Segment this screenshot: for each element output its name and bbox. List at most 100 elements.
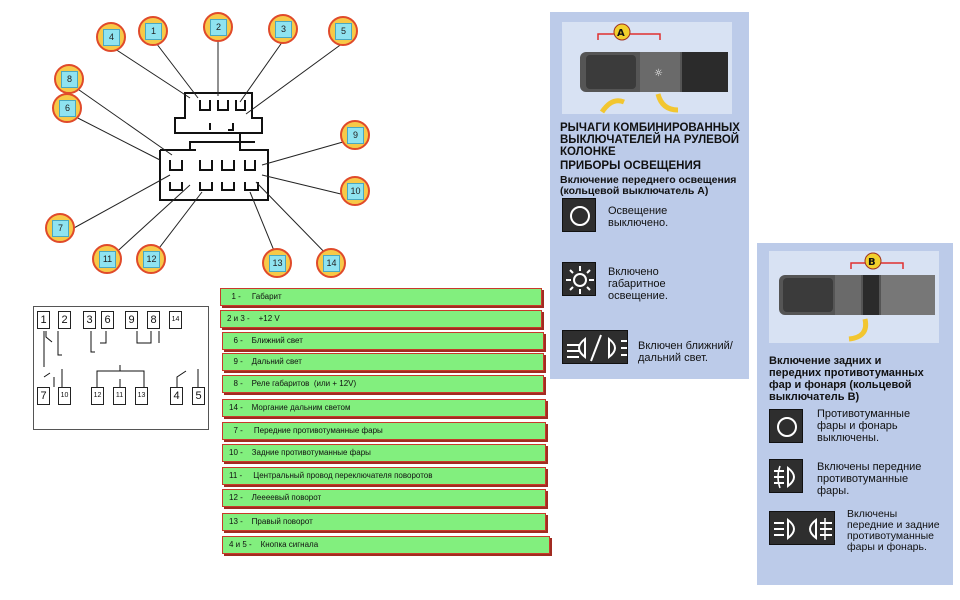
pin-badge-label: 13	[269, 255, 286, 272]
front-fog-icon	[769, 459, 803, 493]
pin-badge-label: 5	[335, 23, 352, 40]
pin-badge-label: 2	[210, 19, 227, 36]
panel-b-heading: Включение задних и передних противотуман…	[769, 355, 924, 403]
pin-badge-3: 3	[268, 14, 298, 44]
headlight-caption: Включен ближний/ дальний свет.	[638, 340, 733, 364]
pin-badge-label: 9	[347, 127, 364, 144]
panel-b-heading-line: Включение задних и	[769, 355, 882, 367]
pin-badge-label: 7	[52, 220, 69, 237]
schematic-terminal: 2	[58, 311, 71, 329]
schematic-terminal: 10	[58, 387, 71, 405]
pin-badge-11: 11	[92, 244, 122, 274]
panel-b-heading-line: фар и фонаря (кольцевой	[769, 379, 912, 391]
caption-line: выключено.	[608, 217, 669, 229]
pin-badge-4: 4	[96, 22, 126, 52]
circle-off-icon	[562, 198, 596, 232]
legend-row: 12 - Леееевый поворот	[222, 489, 546, 507]
pin-legend: 1 - Габарит 2 и 3 - +12 V 6 - Ближний св…	[220, 288, 552, 560]
lighting-switch-panel: ☼ A РЫЧАГИ КОМБИНИРОВАННЫХ ВЫКЛЮЧАТЕЛЕЙ …	[550, 12, 749, 379]
caption-line: передние и задние	[847, 519, 940, 531]
pin-badge-label: 14	[323, 255, 340, 272]
panel-a-mode-line: (кольцевой выключатель А)	[560, 185, 709, 197]
legend-row: 1 - Габарит	[220, 288, 542, 306]
panel-b-heading-line: выключатель В)	[769, 391, 860, 403]
combination-switch-illustration: ☼ A	[562, 22, 732, 114]
pin-badge-8: 8	[54, 64, 84, 94]
caption-line: Противотуманные	[817, 408, 911, 420]
schematic-terminal: 3	[83, 311, 96, 329]
panel-a-mode-line: Включение переднего освещения	[560, 174, 737, 186]
schematic-terminal: 5	[192, 387, 205, 405]
caption-line: противотуманные	[847, 530, 934, 542]
headlight-low-high-icon	[562, 330, 628, 364]
fog-off-caption: Противотуманные фары и фонарь выключены.	[817, 408, 910, 444]
caption-line: выключены.	[817, 432, 879, 444]
stalk-b-icon: B	[779, 252, 935, 342]
panel-a-heading: РЫЧАГИ КОМБИНИРОВАННЫХ ВЫКЛЮЧАТЕЛЕЙ НА Р…	[560, 122, 740, 158]
pin-badge-label: 3	[275, 21, 292, 38]
caption-line: Включены передние	[817, 461, 922, 473]
schematic-terminal: 8	[147, 311, 160, 329]
switch-schematic: 1 2 3 6 9 8 14 7 10 12 11 13 4 5	[33, 306, 209, 430]
pin-badge-7: 7	[45, 213, 75, 243]
caption-line: дальний свет.	[638, 352, 708, 364]
light-off-caption: Освещение выключено.	[608, 205, 668, 229]
pin-badge-14: 14	[316, 248, 346, 278]
fog-switch-illustration: B	[769, 251, 939, 343]
pin-badge-5: 5	[328, 16, 358, 46]
caption-line: фары.	[817, 485, 850, 497]
caption-line: Включен ближний/	[638, 340, 733, 352]
legend-row: 2 и 3 - +12 V	[220, 310, 542, 328]
pin-badge-label: 12	[143, 251, 160, 268]
panel-a-subheading: ПРИБОРЫ ОСВЕЩЕНИЯ	[560, 160, 701, 172]
legend-row: 11 - Центральный провод переключателя по…	[222, 467, 546, 485]
caption-line: габаритное	[608, 278, 666, 290]
panel-a-heading-line: КОЛОНКЕ	[560, 146, 616, 158]
schematic-terminal: 6	[101, 311, 114, 329]
caption-line: противотуманные	[817, 473, 909, 485]
front-rear-fog-icon	[769, 511, 835, 545]
schematic-terminal: 9	[125, 311, 138, 329]
marker-b-label: B	[868, 257, 876, 268]
pin-badge-10: 10	[340, 176, 370, 206]
svg-text:☼: ☼	[654, 68, 663, 79]
pin-badge-label: 6	[59, 100, 76, 117]
pin-badge-12: 12	[136, 244, 166, 274]
legend-row: 6 - Ближний свет	[222, 332, 544, 350]
pin-badge-13: 13	[262, 248, 292, 278]
caption-line: Освещение	[608, 205, 668, 217]
pin-badge-label: 8	[61, 71, 78, 88]
pin-badge-label: 1	[145, 23, 162, 40]
caption-line: освещение.	[608, 290, 668, 302]
pin-badge-label: 10	[347, 183, 364, 200]
schematic-wiring	[43, 331, 199, 387]
legend-row: 10 - Задние противотуманные фары	[222, 444, 546, 462]
caption-line: Включено	[608, 266, 659, 278]
legend-row: 7 - Передние противотуманные фары	[222, 422, 546, 440]
pin-badge-1: 1	[138, 16, 168, 46]
parking-light-icon	[562, 262, 596, 296]
pin-badge-label: 11	[99, 251, 116, 268]
fog-light-switch-panel: B Включение задних и передних противотум…	[757, 243, 953, 585]
stalk-a-icon: ☼ A	[580, 23, 728, 114]
legend-row: 13 - Правый поворот	[222, 513, 546, 531]
schematic-terminal: 13	[135, 387, 148, 405]
panel-a-heading-line: ВЫКЛЮЧАТЕЛЕЙ НА РУЛЕВОЙ	[560, 134, 740, 146]
parking-light-caption: Включено габаритное освещение.	[608, 266, 668, 302]
pin-badge-6: 6	[52, 93, 82, 123]
pin-badge-9: 9	[340, 120, 370, 150]
connector-diagram: 4 1 2 3 5 8 6 9 10 7 11 12 13 14	[40, 10, 380, 282]
schematic-terminal: 7	[37, 387, 50, 405]
schematic-terminal: 1	[37, 311, 50, 329]
schematic-terminal: 4	[170, 387, 183, 405]
panel-b-heading-line: передних противотуманных	[769, 367, 924, 379]
panel-a-heading-line: РЫЧАГИ КОМБИНИРОВАННЫХ	[560, 122, 740, 134]
panel-a-mode: Включение переднего освещения (кольцевой…	[560, 175, 736, 197]
legend-row: 14 - Моргание дальним светом	[222, 399, 546, 417]
schematic-terminal: 14	[169, 311, 182, 329]
marker-a-label: A	[617, 28, 625, 39]
legend-row: 8 - Реле габаритов (или + 12V)	[222, 375, 544, 393]
schematic-terminal: 11	[113, 387, 126, 405]
schematic-terminal: 12	[91, 387, 104, 405]
caption-line: фары и фонарь.	[847, 541, 927, 553]
